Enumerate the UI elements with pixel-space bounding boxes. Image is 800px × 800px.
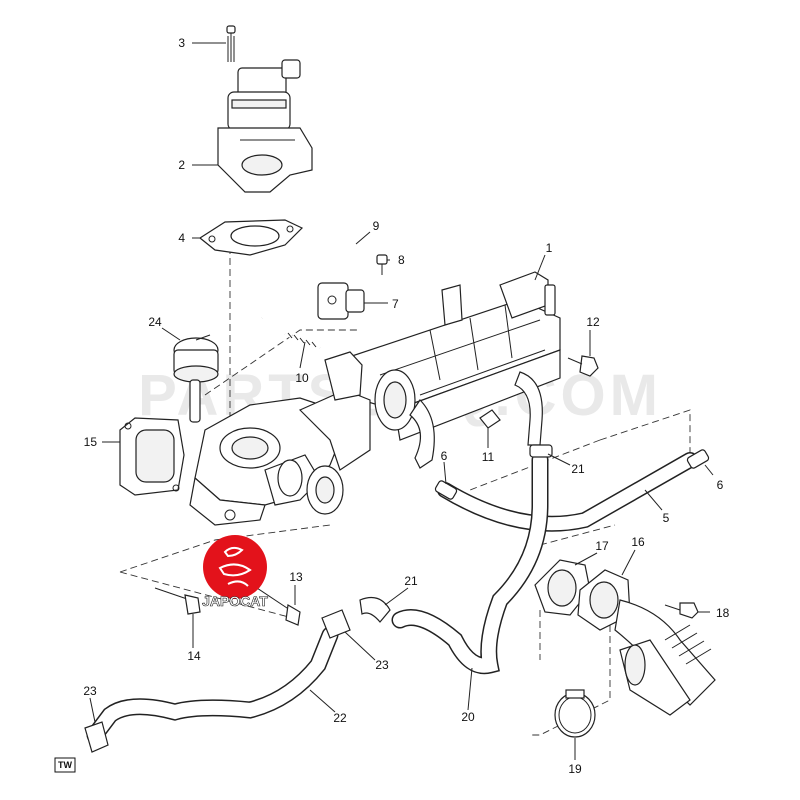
logo-circle (203, 535, 267, 599)
callout-15: 15 (84, 435, 98, 449)
callout-20: 20 (461, 710, 475, 724)
logo-text: JAPOCAT (202, 593, 268, 609)
clip-11[interactable] (479, 409, 501, 429)
hose-clamp-21a[interactable] (529, 444, 553, 458)
coolant-hose-22[interactable] (86, 626, 339, 744)
hose-clamp-21b[interactable] (359, 597, 391, 623)
callout-5: 5 (663, 511, 670, 525)
callout-10: 10 (295, 371, 309, 385)
callout-1: 1 (546, 241, 553, 255)
callout-22: 22 (333, 711, 347, 725)
egr-pipe-16[interactable] (577, 569, 716, 716)
callout-17: 17 (595, 539, 609, 553)
callout-18: 18 (716, 606, 730, 620)
callout-13: 13 (289, 570, 303, 584)
callout-19: 19 (568, 762, 582, 776)
corner-tag-text: TW (58, 760, 72, 770)
callout-21-bottom: 21 (404, 574, 418, 588)
egr-housing[interactable] (189, 351, 371, 526)
callout-14: 14 (187, 649, 201, 663)
logo-dragon-icon (218, 546, 252, 587)
clamp-19[interactable] (554, 689, 596, 738)
gasket-15[interactable] (119, 417, 185, 496)
hose-clamp-23b[interactable] (84, 721, 109, 753)
callout-21-top: 21 (571, 462, 585, 476)
coolant-hose-20[interactable] (391, 451, 549, 675)
callout-24: 24 (148, 315, 162, 329)
dashed-guide-lines (119, 225, 691, 736)
corner-tag: TW (54, 757, 76, 773)
hose-clamp-6b[interactable] (686, 449, 710, 469)
callout-6-right: 6 (717, 478, 724, 492)
callout-23-left: 23 (83, 684, 97, 698)
vacuum-solenoid-7[interactable] (317, 282, 365, 320)
vacuum-hose-9[interactable] (260, 244, 358, 320)
hose-clamp-23a[interactable] (321, 609, 351, 639)
bolt-3[interactable] (226, 25, 236, 62)
callout-11: 11 (482, 450, 495, 464)
egr-cooler-1[interactable] (339, 271, 561, 469)
bolt-18[interactable] (664, 602, 699, 619)
callout-12: 12 (586, 315, 600, 329)
hose-clamp-6a[interactable] (434, 480, 458, 500)
bolt-14[interactable] (154, 587, 201, 615)
gasket-4[interactable] (198, 219, 304, 256)
callout-3: 3 (178, 36, 185, 50)
callout-16: 16 (631, 535, 645, 549)
callout-2: 2 (178, 158, 185, 172)
bolt-12[interactable] (567, 355, 599, 377)
japocat-logo: JAPOCAT (202, 535, 269, 609)
callout-23-middle: 23 (375, 658, 389, 672)
bolt-8[interactable] (376, 254, 388, 275)
callout-6-left: 6 (441, 449, 448, 463)
callout-8: 8 (398, 253, 405, 267)
egr-valve[interactable] (217, 59, 313, 193)
coolant-hose-5[interactable] (437, 452, 698, 532)
gasket-17[interactable] (534, 559, 591, 616)
callout-labels: 3 2 4 9 8 7 1 12 10 24 15 6 11 21 6 5 17… (83, 36, 729, 776)
callout-7: 7 (392, 297, 399, 311)
actuator-24[interactable] (173, 334, 219, 423)
callout-4: 4 (178, 231, 185, 245)
leader-lines (89, 42, 714, 760)
callout-9: 9 (373, 219, 380, 233)
stud-10[interactable] (284, 332, 321, 350)
